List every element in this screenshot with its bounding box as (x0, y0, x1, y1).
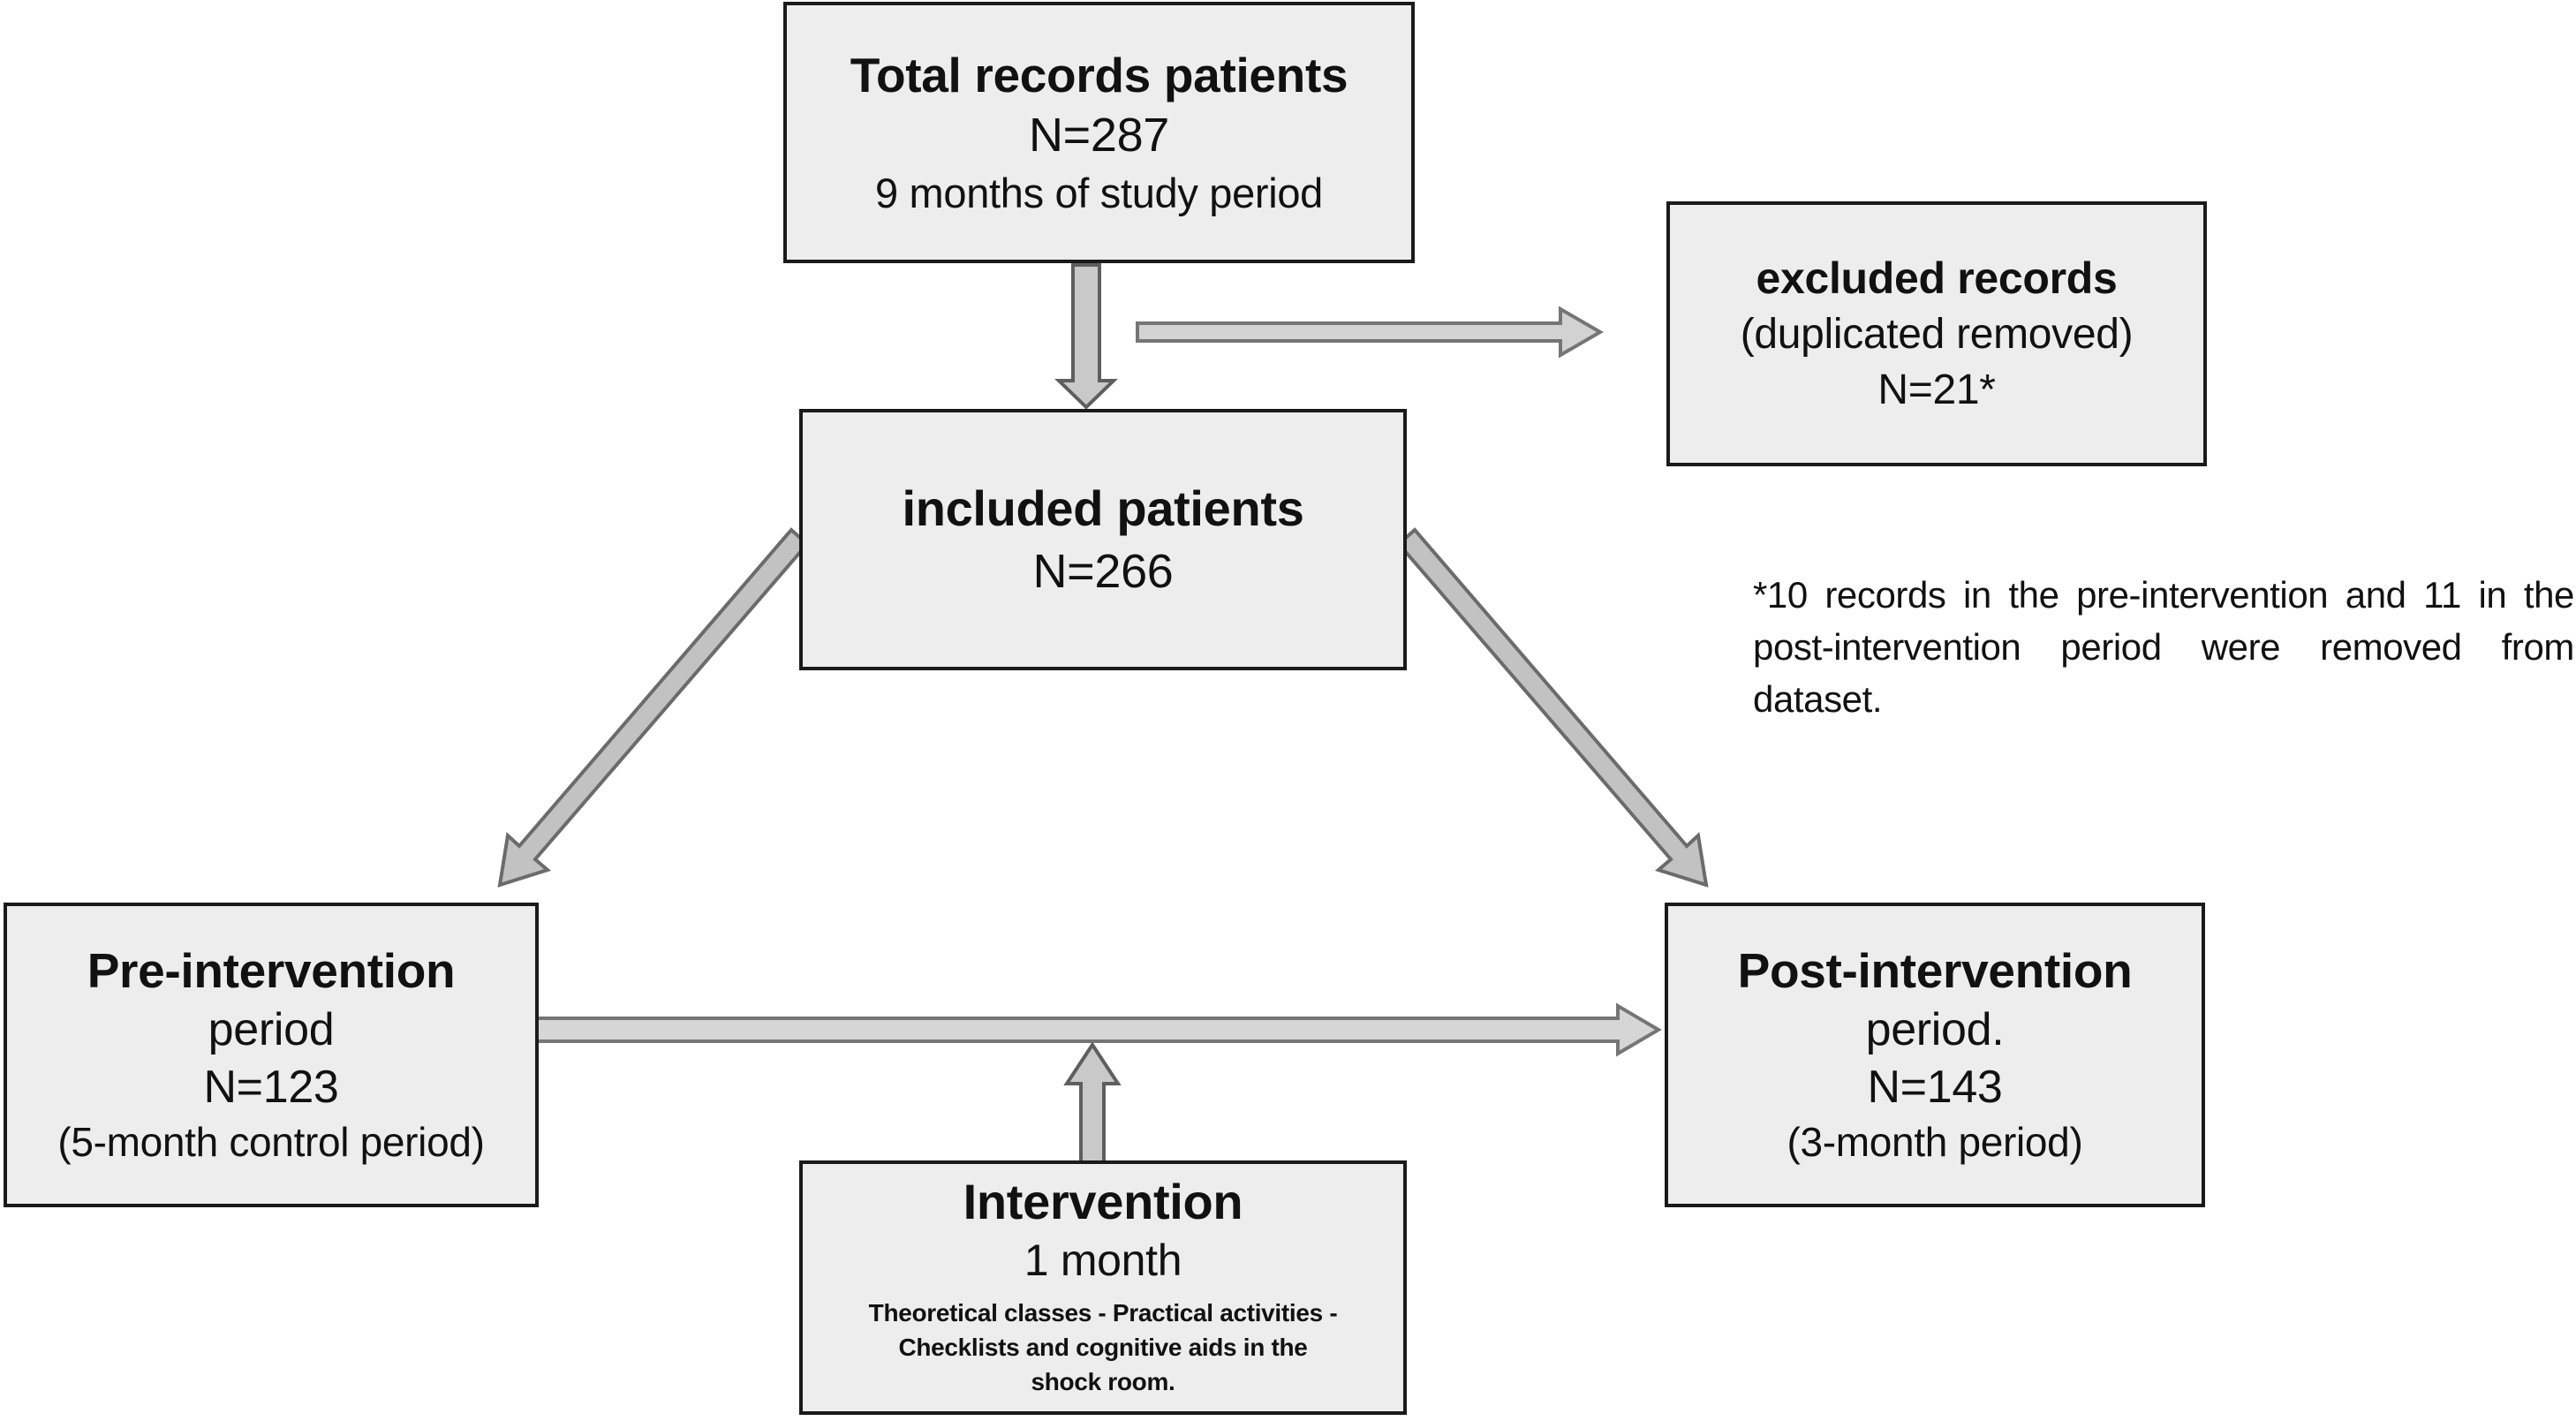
total-records-n: N=287 (1028, 109, 1170, 163)
post-intervention-period: period. (1865, 1003, 2005, 1055)
post-intervention-box: Post-intervention period. N=143 (3-month… (1665, 903, 2205, 1207)
arrow-pre-to-post (533, 1002, 1662, 1057)
arrow-total-to-included (1054, 263, 1118, 410)
intervention-details-line: shock room. (1031, 1367, 1175, 1395)
intervention-details-line: Checklists and cognitive aids in the (898, 1333, 1308, 1361)
excluded-records-subtitle: (duplicated removed) (1740, 311, 2134, 359)
intervention-title: Intervention (963, 1174, 1243, 1229)
excluded-records-n: N=21* (1877, 366, 1996, 413)
pre-intervention-title: Pre-intervention (87, 943, 456, 999)
pre-intervention-box: Pre-intervention period N=123 (5-month c… (4, 903, 539, 1207)
included-patients-n: N=266 (1032, 545, 1174, 599)
pre-intervention-period: period (208, 1003, 335, 1055)
pre-intervention-n: N=123 (203, 1061, 339, 1113)
arrow-intervention-up (1063, 1041, 1122, 1164)
excluded-records-box: excluded records (duplicated removed) N=… (1666, 201, 2207, 466)
intervention-box: Intervention 1 month Theoretical classes… (799, 1160, 1407, 1415)
post-intervention-n: N=143 (1867, 1061, 2003, 1113)
post-intervention-subtitle: (3-month period) (1787, 1118, 2083, 1165)
included-patients-title: included patients (902, 480, 1304, 536)
post-intervention-title: Post-intervention (1737, 943, 2133, 999)
total-records-title: Total records patients (850, 48, 1348, 103)
pre-intervention-subtitle: (5-month control period) (57, 1118, 485, 1165)
footnote-text: *10 records in the pre-intervention and … (1753, 574, 2574, 720)
excluded-records-title: excluded records (1756, 253, 2118, 304)
included-patients-box: included patients N=266 (799, 409, 1407, 670)
intervention-duration: 1 month (1024, 1236, 1182, 1285)
arrow-included-to-post (1396, 527, 1709, 888)
total-records-box: Total records patients N=287 9 months of… (783, 2, 1415, 263)
intervention-details-line: Theoretical classes - Practical activiti… (868, 1298, 1338, 1327)
arrow-included-to-pre (497, 527, 810, 888)
total-records-subtitle: 9 months of study period (874, 169, 1323, 216)
intervention-details: Theoretical classes - Practical activiti… (869, 1296, 1338, 1400)
arrow-to-excluded (1136, 306, 1604, 359)
